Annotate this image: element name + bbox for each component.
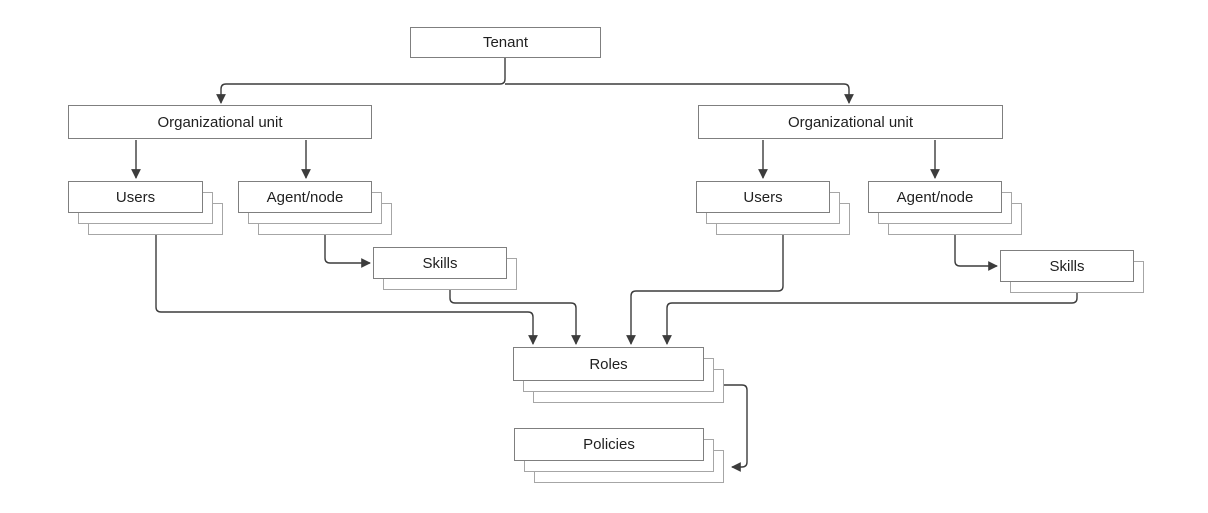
node-org-unit-left: Organizational unit	[68, 105, 372, 139]
node-box: Users	[696, 181, 830, 213]
node-skills-left: Skills	[373, 247, 517, 290]
node-users-right: Users	[696, 181, 850, 235]
edge-tenant-org-right	[505, 83, 854, 104]
node-box: Tenant	[410, 27, 601, 58]
edge-skills-right-roles	[662, 293, 1078, 345]
node-box: Skills	[373, 247, 507, 279]
node-agent-node-left: Agent/node	[238, 181, 392, 235]
node-label: Agent/node	[896, 188, 974, 206]
edge-users-right-roles	[626, 235, 784, 345]
node-box: Users	[68, 181, 203, 213]
node-label: Policies	[583, 436, 635, 453]
node-tenant: Tenant	[410, 27, 601, 58]
node-box: Agent/node	[238, 181, 372, 213]
node-policies: Policies	[514, 428, 724, 483]
node-box: Organizational unit	[68, 105, 372, 139]
edge-roles-policies	[715, 384, 748, 472]
node-label: Tenant	[482, 34, 529, 51]
node-roles: Roles	[513, 347, 724, 403]
node-label: Users	[115, 188, 156, 206]
node-box: Policies	[514, 428, 704, 461]
node-label: Organizational unit	[157, 113, 283, 131]
node-label: Agent/node	[266, 188, 344, 206]
node-skills-right: Skills	[1000, 250, 1144, 293]
node-box: Skills	[1000, 250, 1134, 282]
node-users-left: Users	[68, 181, 223, 235]
edge-agent-right-skills-right	[954, 235, 998, 271]
node-label: Skills	[1049, 257, 1085, 275]
edge-skills-left-roles	[449, 290, 581, 345]
node-label: Organizational unit	[787, 113, 914, 131]
edge-tenant-org-left	[216, 58, 506, 104]
node-box: Agent/node	[868, 181, 1002, 213]
node-agent-node-right: Agent/node	[868, 181, 1022, 235]
node-label: Users	[743, 188, 783, 206]
node-label: Roles	[589, 355, 628, 373]
node-box: Roles	[513, 347, 704, 381]
edge-agent-left-skills-left	[324, 235, 371, 268]
node-org-unit-right: Organizational unit	[698, 105, 1003, 139]
edge-users-left-roles	[155, 235, 538, 345]
node-box: Organizational unit	[698, 105, 1003, 139]
node-label: Skills	[422, 254, 458, 272]
